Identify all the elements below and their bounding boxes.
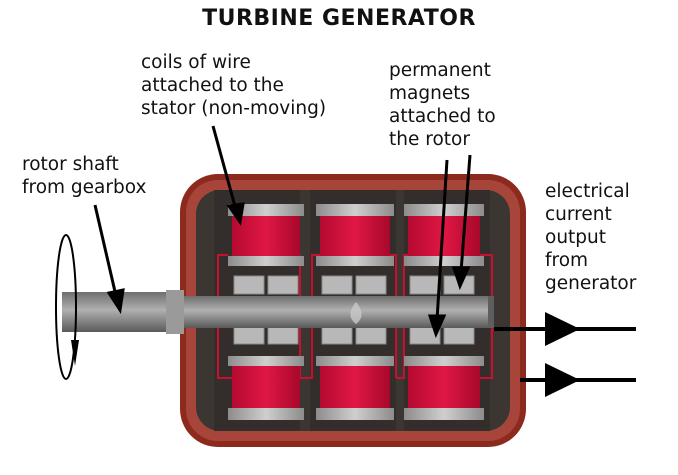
coil-bottom-2: [316, 356, 394, 420]
label-magnets: permanent magnets attached to the rotor: [389, 60, 496, 150]
diagram-title: TURBINE GENERATOR: [202, 6, 476, 31]
coil-bottom-1: [228, 356, 304, 420]
label-output: electrical current output from generator: [545, 181, 637, 294]
output-wire-bottom: [520, 363, 636, 397]
rotation-arrowhead-icon: [71, 340, 79, 366]
coil-top-2: [316, 204, 394, 266]
label-coils: coils of wire attached to the stator (no…: [141, 52, 327, 119]
coil-bottom-3: [404, 356, 484, 420]
label-rotor-shaft: rotor shaft from gearbox: [22, 154, 147, 198]
coil-top-1: [228, 204, 304, 266]
coil-top-3: [404, 204, 484, 266]
pointer-lines: [93, 125, 472, 339]
output-wire-top: [494, 312, 636, 346]
rotation-arrow: [55, 234, 77, 380]
rotor-shaft: [62, 290, 494, 334]
